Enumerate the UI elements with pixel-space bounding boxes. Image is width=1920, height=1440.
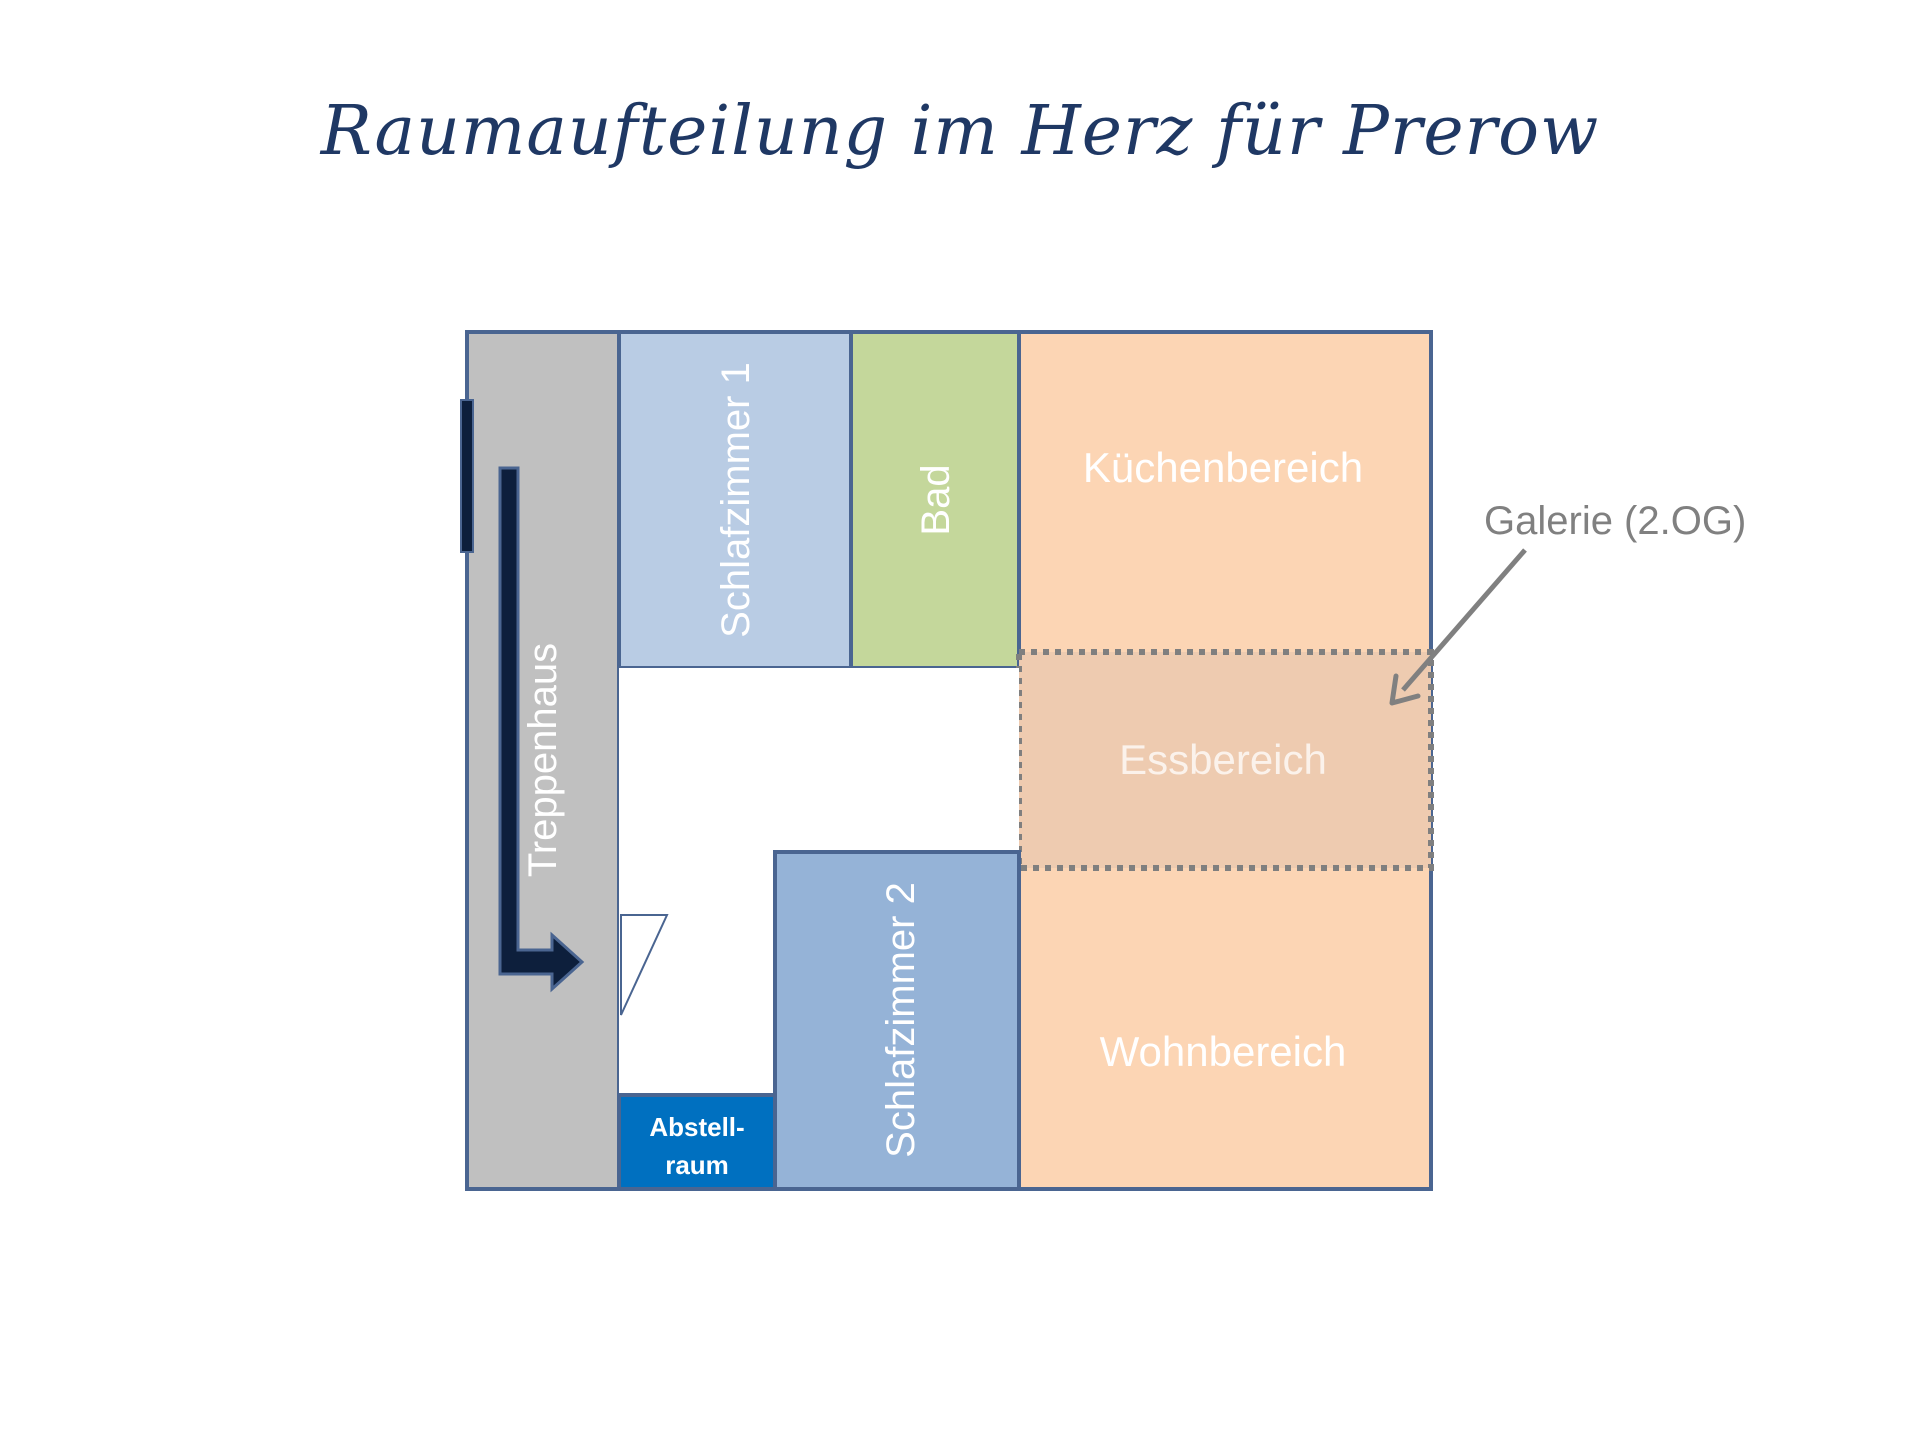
hallway: [619, 668, 1019, 1095]
entrance-door: [460, 399, 474, 553]
label-kuechenbereich: Küchenbereich: [1083, 444, 1363, 491]
label-abstellraum-line2: raum: [665, 1150, 729, 1180]
room-essbereich: [1016, 649, 1434, 871]
label-schlafzimmer-2: Schlafzimmer 2: [879, 882, 923, 1158]
annotation-galerie: Galerie (2.OG): [1484, 499, 1746, 543]
annotation-arrow-head-icon: [1389, 673, 1421, 706]
label-wohnbereich: Wohnbereich: [1100, 1028, 1347, 1075]
annotation-arrow-line: [1401, 548, 1527, 692]
room-treppenhaus: [465, 330, 621, 1191]
label-schlafzimmer-1: Schlafzimmer 1: [714, 362, 758, 638]
door-swing: [620, 914, 669, 1016]
room-schlafzimmer-2: [773, 850, 1021, 1191]
label-abstellraum-line1: Abstell-: [649, 1112, 744, 1142]
room-bad: [849, 330, 1021, 670]
label-treppenhaus: Treppenhaus: [521, 643, 565, 877]
room-abstellraum: [617, 1093, 777, 1191]
page-title: Raumaufteilung im Herz für Prerow: [320, 92, 1600, 171]
stair-arrow-icon: [498, 466, 585, 993]
label-bad: Bad: [914, 464, 958, 535]
label-essbereich: Essbereich: [1119, 736, 1327, 783]
